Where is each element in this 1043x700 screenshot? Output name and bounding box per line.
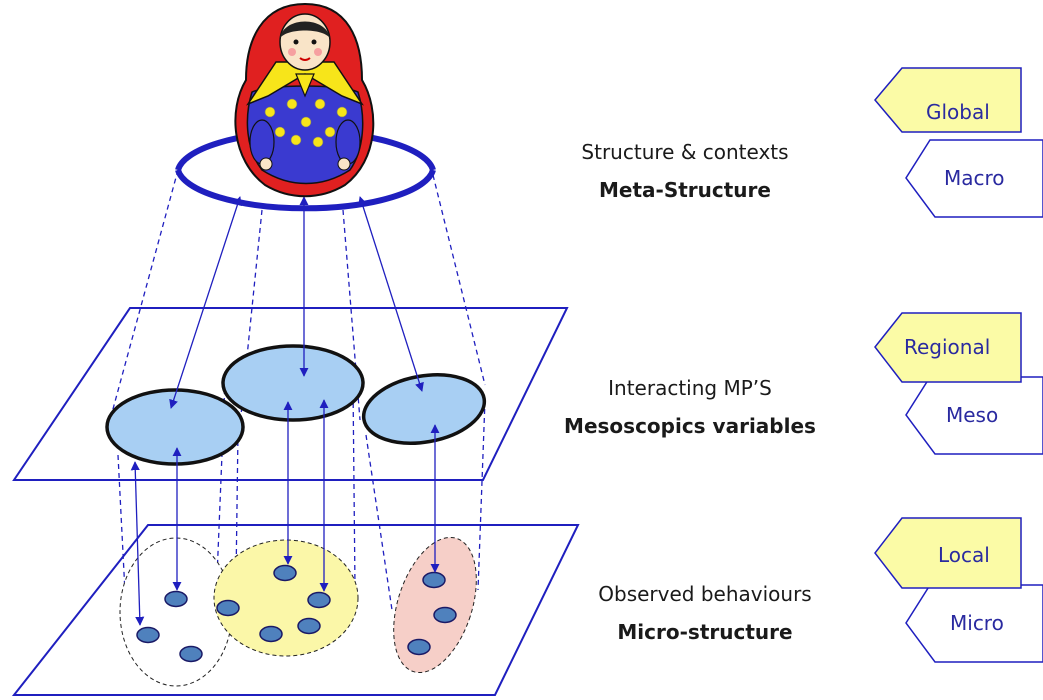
micro-dot — [136, 626, 160, 644]
meta-ring-front — [175, 169, 436, 212]
micro-dot — [164, 590, 188, 608]
meso-ellipse-left — [105, 388, 245, 466]
meso-ellipse-right — [361, 373, 487, 445]
micro-dot — [273, 564, 297, 582]
level-description: Interacting MP’S — [608, 376, 772, 400]
level-label-meso: Interacting MP’S Mesoscopics variables — [540, 376, 840, 438]
scale-top-label: Regional — [904, 335, 991, 359]
scale-bottom-label: Meso — [946, 403, 999, 427]
scale-top-label: Global — [926, 100, 990, 124]
level-title: Meta-Structure — [599, 178, 771, 202]
scale-tag-global-macro — [874, 67, 1043, 218]
micro-dot — [407, 638, 431, 656]
scale-top-label: Local — [938, 543, 990, 567]
micro-dot — [297, 617, 321, 635]
micro-dot — [259, 625, 283, 643]
micro-dots — [136, 564, 457, 663]
micro-dot — [307, 591, 331, 609]
level-title: Mesoscopics variables — [564, 414, 816, 438]
micro-cluster-white — [119, 537, 233, 687]
matryoshka-doll-icon — [234, 2, 375, 198]
level-description: Structure & contexts — [581, 140, 789, 164]
level-title: Micro-structure — [617, 620, 793, 644]
micro-dot — [422, 571, 446, 589]
micro-cluster-pink — [393, 536, 477, 674]
level-description: Observed behaviours — [598, 582, 812, 606]
scale-bottom-label: Macro — [944, 166, 1005, 190]
scale-tag-local-micro — [874, 517, 1043, 663]
micro-cluster-yellow — [213, 539, 359, 657]
micro-dot — [179, 645, 203, 663]
micro-dot — [216, 599, 240, 617]
level-label-micro: Observed behaviours Micro-structure — [580, 582, 830, 644]
level-label-meta: Structure & contexts Meta-Structure — [560, 140, 810, 202]
micro-dot — [433, 606, 457, 624]
interaction-arrows — [130, 196, 440, 626]
scale-tag-regional-meso — [874, 312, 1043, 455]
meso-ellipse-center — [221, 344, 365, 422]
scale-bottom-label: Micro — [950, 611, 1004, 635]
